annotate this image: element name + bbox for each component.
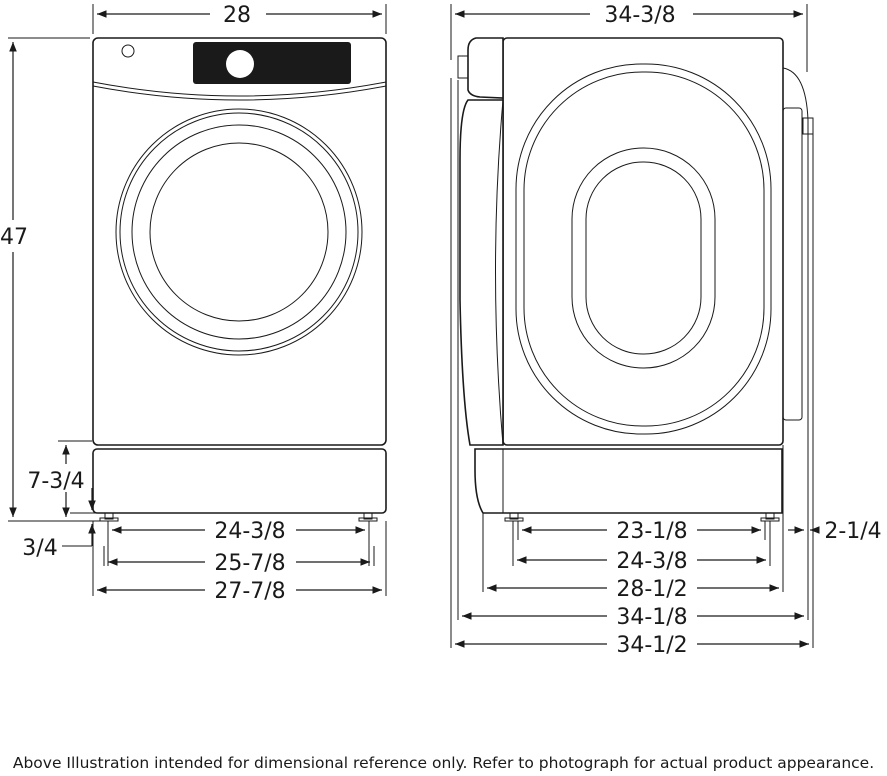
front-feet-inner-label: 24-3/8 [214, 519, 285, 544]
front-door-ring [131, 124, 347, 340]
control-knob-icon [226, 50, 254, 78]
disclaimer-caption: Above Illustration intended for dimensio… [12, 754, 875, 772]
side-view: 34-3/8 2-1/4 23-1/8 24-3/8 28-1/2 34-1/8 [450, 3, 882, 658]
front-base-width-label: 27-7/8 [214, 579, 285, 604]
side-oval-outer [515, 63, 772, 435]
side-depth-closed-label: 34-1/8 [616, 605, 687, 630]
side-depth-label: 34-3/8 [604, 3, 675, 28]
side-door-profile [459, 99, 504, 446]
front-height-label: 47 [0, 225, 28, 250]
side-rear-clearance-label: 2-1/4 [824, 519, 881, 544]
front-cabinet [92, 37, 387, 446]
side-rear-vent [782, 107, 803, 421]
front-door-glass [149, 142, 329, 322]
front-pedestal-label: 7-3/4 [27, 469, 84, 494]
power-cord [782, 67, 809, 385]
front-foot-label: 3/4 [22, 536, 57, 561]
front-feet-outer-label: 25-7/8 [214, 551, 285, 576]
front-door-outer [115, 108, 363, 356]
front-view: 28 47 7-3/4 3/4 24-3/8 25-7/8 [0, 3, 387, 604]
control-display [193, 42, 351, 84]
side-cabinet [502, 37, 784, 446]
side-oval-inner [571, 147, 716, 369]
side-base-depth-label: 28-1/2 [616, 577, 687, 602]
side-feet-outer-label: 24-3/8 [616, 549, 687, 574]
side-pedestal [474, 448, 783, 514]
power-button-icon [121, 44, 135, 58]
side-depth-overall-label: 34-1/2 [616, 633, 687, 658]
side-feet-inner-label: 23-1/8 [616, 519, 687, 544]
front-pedestal [92, 448, 387, 514]
front-panel-line [92, 81, 387, 97]
front-width-label: 28 [223, 3, 251, 28]
side-front-bezel [467, 37, 504, 99]
front-feet [99, 512, 378, 522]
